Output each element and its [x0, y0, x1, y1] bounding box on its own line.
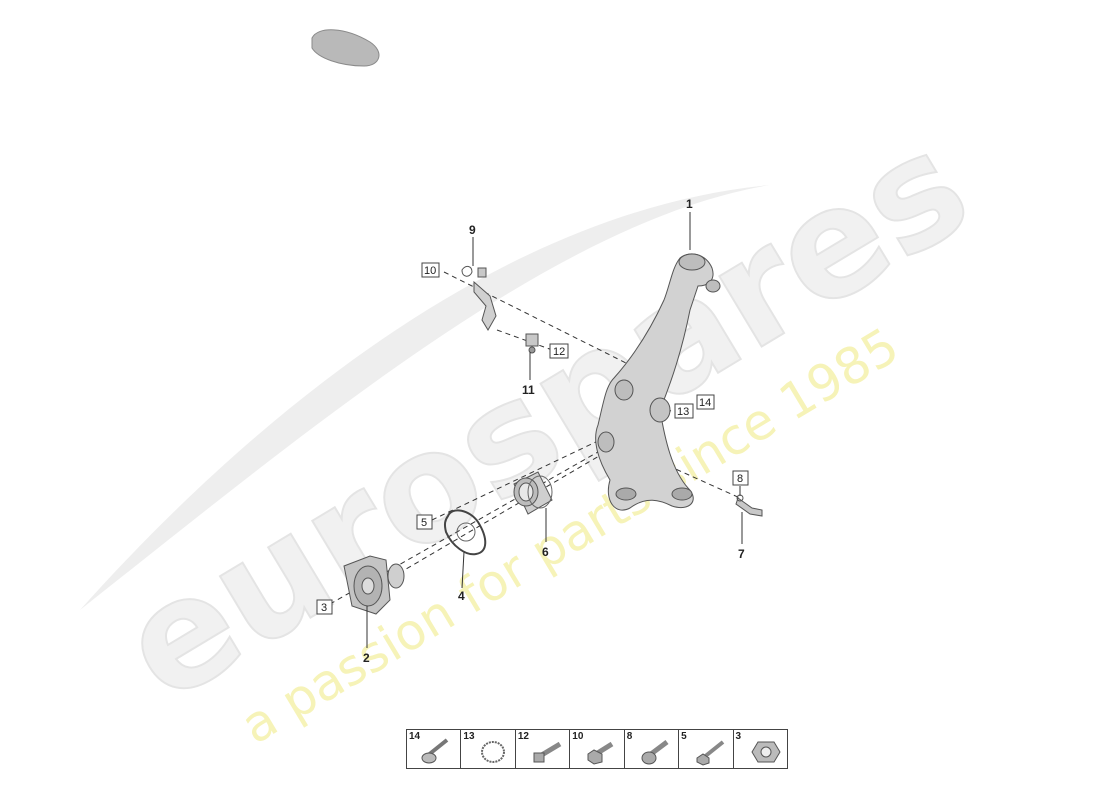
legend-number: 8	[626, 731, 633, 742]
control-arm-part[interactable]	[595, 253, 721, 511]
logo-pill-icon	[311, 29, 380, 67]
callout-7: 7	[738, 547, 745, 561]
wheel-hub-part[interactable]	[343, 555, 405, 615]
legend-number: 12	[517, 731, 529, 742]
sensor-bracket-part[interactable]	[461, 265, 497, 331]
legend-item[interactable]: 12	[516, 730, 571, 768]
callout-1: 1	[686, 197, 693, 211]
sensor-clip-part[interactable]	[525, 333, 539, 354]
callout-2: 2	[363, 651, 370, 665]
watermark-brand: eurospares	[94, 98, 997, 736]
box-14	[696, 394, 715, 410]
legend-number: 10	[572, 731, 584, 742]
speed-sensor-part[interactable]	[735, 494, 763, 517]
hub-nut-icon	[750, 741, 781, 763]
box-label-10: 10	[424, 265, 436, 277]
socket-bolt-icon	[641, 740, 669, 765]
box-label-13: 13	[677, 406, 689, 418]
box-8	[732, 470, 749, 486]
boxed-callouts	[316, 262, 749, 615]
legend-item[interactable]: 14	[407, 730, 462, 768]
watermark: eurospares a passion for parts since 198…	[80, 97, 997, 755]
box-label-3: 3	[321, 602, 327, 614]
box-13	[674, 403, 694, 419]
box-label-12: 12	[553, 346, 565, 358]
hex-bolt-icon	[587, 741, 614, 765]
box-5	[416, 514, 433, 530]
callouts: 1 9 11 6 7 4 2	[363, 197, 745, 665]
callout-9: 9	[469, 223, 476, 237]
box-12	[549, 343, 569, 359]
legend-item[interactable]: 3	[734, 730, 787, 768]
legend-item[interactable]: 5	[679, 730, 734, 768]
callout-11: 11	[522, 383, 535, 397]
callout-6: 6	[542, 545, 549, 559]
legend-number: 13	[463, 731, 475, 742]
legend-number: 14	[409, 731, 421, 742]
callout-4: 4	[458, 589, 465, 603]
legend-item[interactable]: 8	[625, 730, 680, 768]
fastener-legend: 14 13 12 10 8 5 3	[406, 729, 788, 769]
wheel-bearing-part[interactable]	[513, 471, 553, 515]
box-label-5: 5	[421, 517, 427, 529]
bolt-icon	[533, 741, 562, 763]
leader-lines	[366, 212, 743, 648]
legend-item[interactable]: 13	[461, 730, 516, 768]
bolt-flange-icon	[421, 738, 449, 764]
washer-ring-icon	[481, 741, 506, 763]
box-10	[421, 262, 440, 278]
legend-item[interactable]: 10	[570, 730, 625, 768]
legend-number: 5	[681, 731, 687, 742]
legend-number: 3	[735, 731, 742, 742]
box-label-14: 14	[699, 397, 711, 409]
screw-icon	[696, 740, 725, 766]
cover-plate-part[interactable]	[443, 509, 487, 556]
box-label-8: 8	[737, 473, 743, 485]
box-3	[316, 599, 333, 615]
